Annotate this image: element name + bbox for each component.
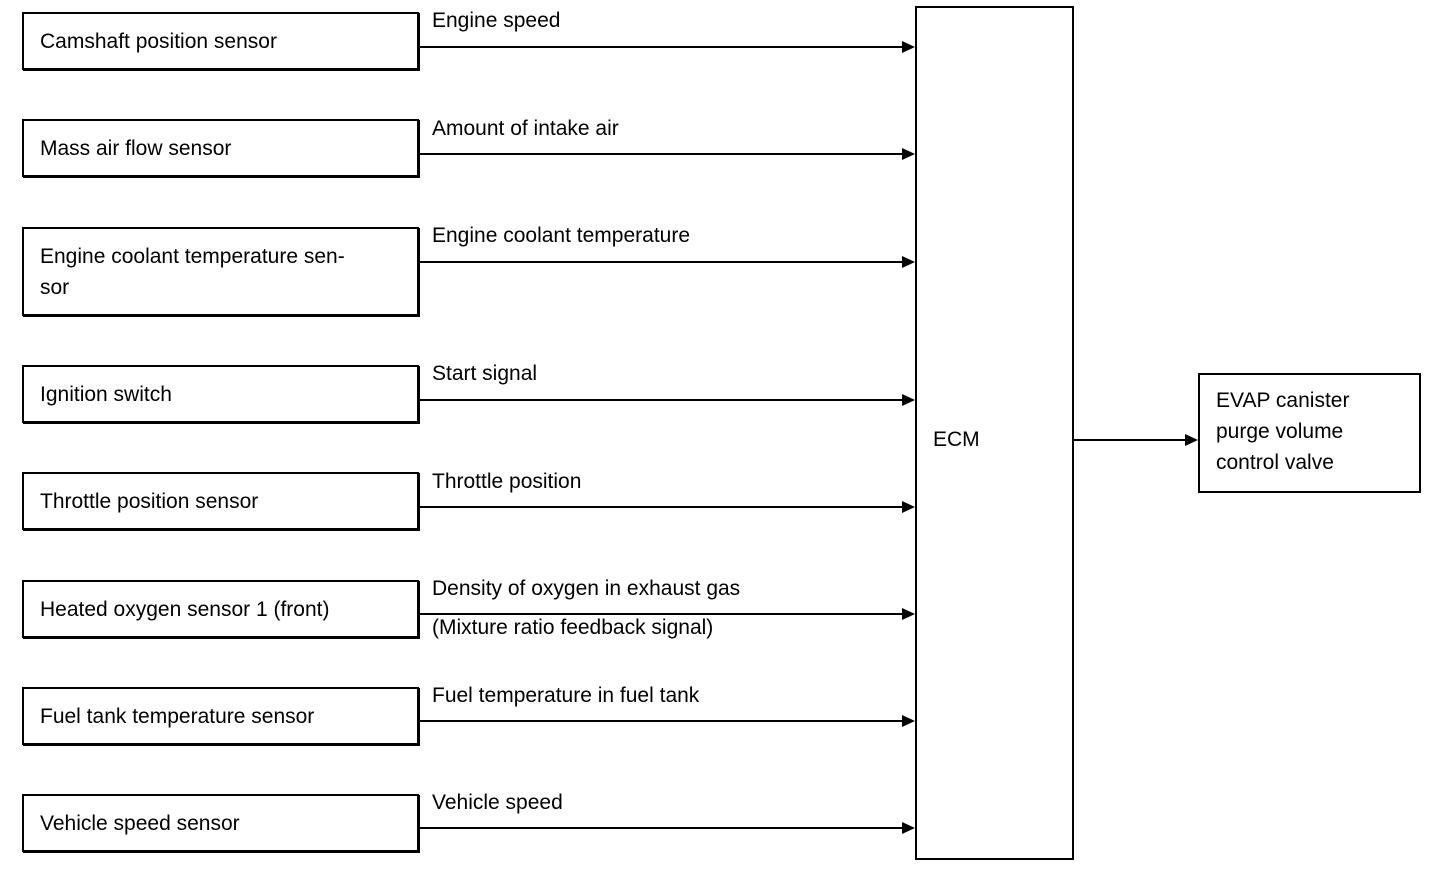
arrowhead-intake-air [902,148,915,160]
signal-label-engine-speed: Engine speed [432,9,561,32]
signal-label-oxygen-density: Density of oxygen in exhaust gas [432,577,741,600]
signal-label-intake-air: Amount of intake air [432,117,619,140]
arrowhead-coolant-temperature [902,256,915,268]
sensor-label: Mass air flow sensor [40,136,232,160]
ecm-box: ECM [915,6,1074,860]
output-label-line-2: purge volume [1216,420,1344,443]
output-box-evap-valve: EVAP canister purge volume control valve [1198,373,1421,493]
signal-label-mixture-ratio: (Mixture ratio feedback signal) [432,616,714,639]
output-label-line-1: EVAP canister [1216,389,1350,412]
sensor-box-fuel-tank-temperature: Fuel tank temperature sensor [22,687,419,745]
sensor-box-mass-air-flow: Mass air flow sensor [22,119,419,177]
signal-label-fuel-temperature: Fuel temperature in fuel tank [432,684,700,707]
sensor-label: Camshaft position sensor [40,29,277,53]
sensor-label-line-1: Engine coolant temperature sen- [40,244,345,268]
arrowhead-oxygen [902,608,915,620]
signal-label-coolant-temperature: Engine coolant temperature [432,224,690,247]
signal-label-start: Start signal [432,362,538,385]
sensor-box-coolant-temperature: Engine coolant temperature sen- sor [22,227,419,316]
sensor-box-throttle-position: Throttle position sensor [22,472,419,530]
arrowhead-engine-speed [902,41,915,53]
arrowhead-throttle-position [902,501,915,513]
signal-label-vehicle-speed: Vehicle speed [432,791,563,814]
sensor-box-camshaft: Camshaft position sensor [22,12,419,70]
arrowhead-output [1185,434,1198,446]
sensor-label-line-2: sor [40,275,70,299]
sensor-label: Fuel tank temperature sensor [40,704,315,728]
sensor-box-heated-oxygen: Heated oxygen sensor 1 (front) [22,580,419,638]
ecm-label: ECM [933,428,980,451]
sensor-box-ignition-switch: Ignition switch [22,365,419,423]
arrowhead-vehicle-speed [902,822,915,834]
output-label-line-3: control valve [1216,451,1334,474]
signal-label-throttle-position: Throttle position [432,470,582,493]
sensor-label: Heated oxygen sensor 1 (front) [40,597,330,621]
sensor-box-vehicle-speed: Vehicle speed sensor [22,794,419,852]
arrowhead-start-signal [902,394,915,406]
arrowhead-fuel-temperature [902,715,915,727]
sensor-label: Vehicle speed sensor [40,811,240,835]
sensor-label: Ignition switch [40,382,172,406]
sensor-label: Throttle position sensor [40,489,259,513]
